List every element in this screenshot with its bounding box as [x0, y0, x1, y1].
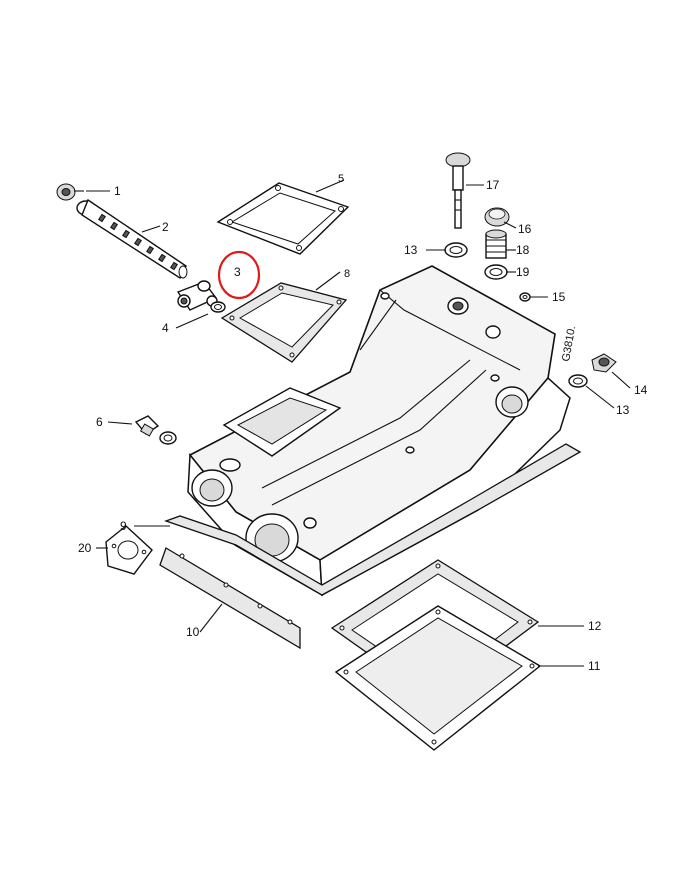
part-14-plug[interactable]	[591, 353, 617, 373]
label-part-17: 17	[486, 178, 500, 192]
part-4-washer[interactable]	[210, 301, 226, 313]
part-19-ring[interactable]	[484, 264, 508, 280]
label-part-4: 4	[162, 321, 169, 335]
gearbox-housing[interactable]	[187, 265, 571, 597]
part-18-threaded-insert[interactable]	[485, 229, 507, 259]
highlight-circle	[217, 250, 261, 300]
label-part-2: 2	[162, 220, 169, 234]
part-2-strainer[interactable]	[76, 198, 188, 280]
part-15-small-washer[interactable]	[519, 292, 531, 302]
label-part-5: 5	[338, 173, 344, 185]
part-10-base-gasket[interactable]	[159, 547, 301, 650]
label-part-13-lower: 13	[616, 403, 630, 417]
part-13-seal-upper[interactable]	[444, 242, 468, 258]
part-3-cross-fitting[interactable]	[176, 280, 218, 311]
part-20-small-cover[interactable]	[105, 525, 153, 575]
label-part-6: 6	[96, 415, 103, 429]
part-6-plug-washer[interactable]	[134, 415, 177, 445]
label-part-12: 12	[588, 619, 602, 633]
part-number-labels: 1 2 3 4 5 6 8 9 10 11 12 13 13 14 15 16 …	[78, 173, 648, 673]
label-part-13-upper: 13	[404, 243, 418, 257]
part-5-cover-plate[interactable]	[216, 182, 350, 255]
label-part-16: 16	[518, 222, 532, 236]
part-16-cap[interactable]	[484, 207, 510, 227]
label-part-10: 10	[186, 625, 200, 639]
label-part-11: 11	[588, 659, 601, 673]
label-part-1: 1	[114, 184, 121, 198]
part-13-seal-lower[interactable]	[568, 374, 588, 388]
label-part-14: 14	[634, 383, 648, 397]
label-part-20: 20	[78, 541, 92, 555]
drawing-code: G3810.	[560, 325, 578, 363]
part-1-plug[interactable]	[56, 183, 84, 201]
label-part-19: 19	[516, 265, 530, 279]
label-part-3: 3	[234, 265, 241, 279]
label-part-18: 18	[516, 243, 530, 257]
label-part-9: 9	[120, 519, 127, 533]
label-part-15: 15	[552, 290, 566, 304]
label-part-8: 8	[344, 268, 350, 280]
leader-lines	[86, 179, 631, 667]
part-17-dipstick[interactable]	[445, 152, 471, 229]
part-8-gasket[interactable]	[220, 282, 348, 363]
part-9-housing-gasket[interactable]	[164, 443, 582, 596]
